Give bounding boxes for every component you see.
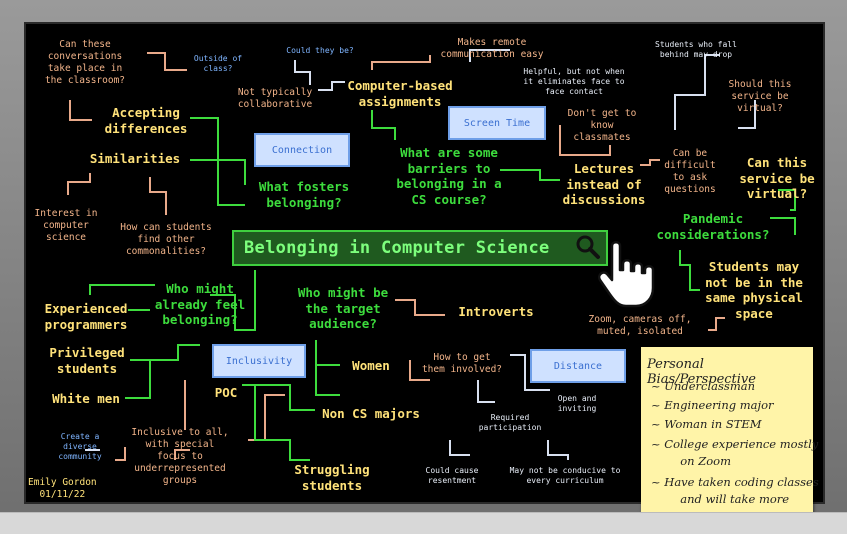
node-non-cs-majors: Non CS majors [322,406,420,421]
note-how-to-get-involved: How to get them involved? [421,352,503,375]
category-label: Distance [553,360,603,372]
question-already-feel-belonging: Who might already feel belonging? [154,281,246,328]
note-not-conducive: May not be conducive to every curriculum [509,466,621,485]
node-not-same-physical-space: Students may not be in the same physical… [705,259,803,321]
category-inclusivity: Inclusivity [212,344,306,378]
note-zoom-cameras-off: Zoom, cameras off, muted, isolated [588,314,692,337]
note-create-diverse-community: Create a diverse community [58,432,102,461]
question-can-this-be-virtual: Can this service be virtual? [739,155,815,202]
node-poc: POC [214,385,238,400]
category-label: Screen Time [463,117,531,129]
sticky-note-item: ~ Engineering major [651,398,774,412]
note-interest-in-cs: Interest in computer science [34,208,98,243]
window-bottom-strip [0,512,847,534]
node-white-men: White men [52,391,120,406]
note-inclusive-to-all: Inclusive to all, with special focus to … [131,427,229,486]
note-difficult-to-ask: Can be difficult to ask questions [664,148,716,195]
author-name: Emily Gordon [28,477,97,488]
central-topic-label: Belonging in Computer Science [244,238,550,258]
node-computer-based-assignments: Computer-based assignments [347,78,453,109]
sticky-note-title: Personal Bias/Perspective [647,357,756,387]
note-outside-of-class: Outside of class? [193,54,243,73]
sticky-note: Personal Bias/Perspective ~ Underclassma… [641,347,819,517]
sticky-note-item: ~ Woman in STEM [651,417,762,431]
author-signature: Emily Gordon 01/11/22 [28,477,97,501]
note-could-they-be: Could they be? [286,46,354,55]
question-pandemic-considerations: Pandemic considerations? [656,211,770,242]
category-label: Connection [271,144,333,156]
node-accepting-differences: Accepting differences [104,105,188,136]
category-connection: Connection [254,133,350,167]
note-open-and-inviting: Open and inviting [557,394,597,413]
node-experienced-programmers: Experienced programmers [44,301,128,332]
node-struggling-students: Struggling students [294,462,370,493]
note-not-typically-collaborative: Not typically collaborative [237,87,313,110]
note-dont-get-to-know: Don't get to know classmates [567,108,637,143]
note-can-these-conversations: Can these conversations take place in th… [44,39,126,86]
note-should-this-be-virtual: Should this service be virtual? [728,79,792,114]
category-distance: Distance [530,349,626,383]
node-similarities: Similarities [89,151,181,166]
question-target-audience: Who might be the target audience? [297,285,389,332]
note-find-commonalities: How can students find other commonalitie… [120,222,212,257]
note-students-fall-behind: Students who fall behind may drop [655,40,737,59]
node-women: Women [352,358,390,373]
sticky-note-item: ~ Underclassman [651,379,755,393]
node-introverts: Introverts [458,304,534,319]
question-what-fosters-belonging: What fosters belonging? [258,179,350,210]
note-could-cause-resentment: Could cause resentment [425,466,479,485]
sticky-note-item: ~ College experience mostly on Zoom [651,437,819,468]
category-label: Inclusivity [225,355,293,367]
node-privileged-students: Privileged students [49,345,125,376]
note-helpful-but-not: Helpful, but not when it eliminates face… [523,67,625,96]
question-barriers-to-belonging: What are some barriers to belonging in a… [396,145,502,207]
magnifier-icon [576,235,600,259]
central-topic: Belonging in Computer Science [232,230,608,266]
node-lectures-instead: Lectures instead of discussions [562,161,646,208]
note-required-participation: Required participation [478,413,542,432]
sticky-note-item: ~ Have taken coding classes and will tak… [651,475,819,506]
note-makes-remote-communication-easy: Makes remote communication easy [440,37,544,60]
author-date: 01/11/22 [39,488,86,500]
hand-pointer-icon [598,241,655,308]
category-screen-time: Screen Time [448,106,546,140]
